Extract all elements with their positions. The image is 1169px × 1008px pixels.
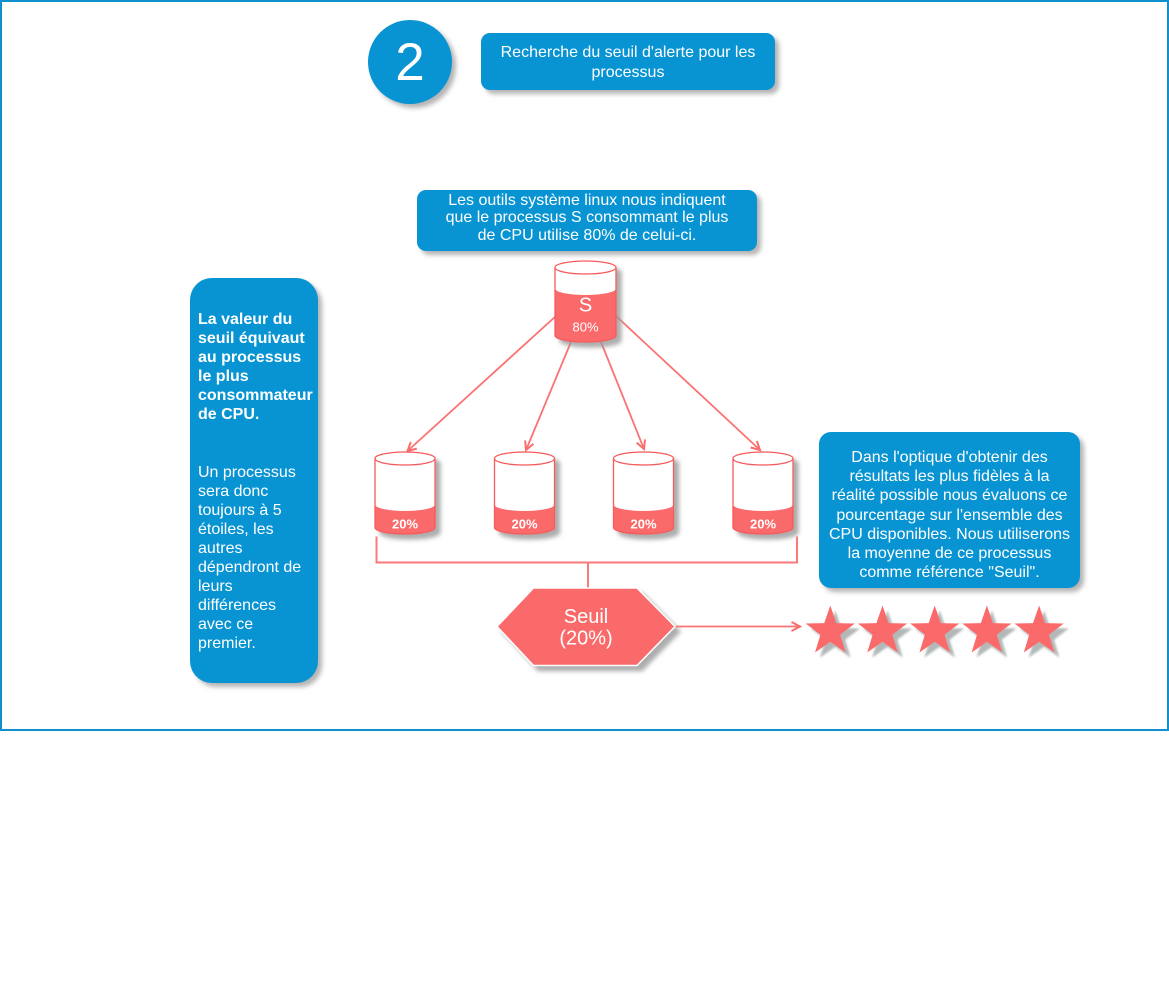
svg-text:20%: 20% xyxy=(511,517,537,532)
svg-text:20%: 20% xyxy=(750,517,776,532)
svg-text:20%: 20% xyxy=(630,517,656,532)
svg-text:S: S xyxy=(579,295,592,317)
svg-text:20%: 20% xyxy=(392,517,418,532)
svg-text:80%: 80% xyxy=(572,319,598,334)
svg-text:(20%): (20%) xyxy=(559,628,612,650)
svg-text:Seuil: Seuil xyxy=(564,606,608,628)
